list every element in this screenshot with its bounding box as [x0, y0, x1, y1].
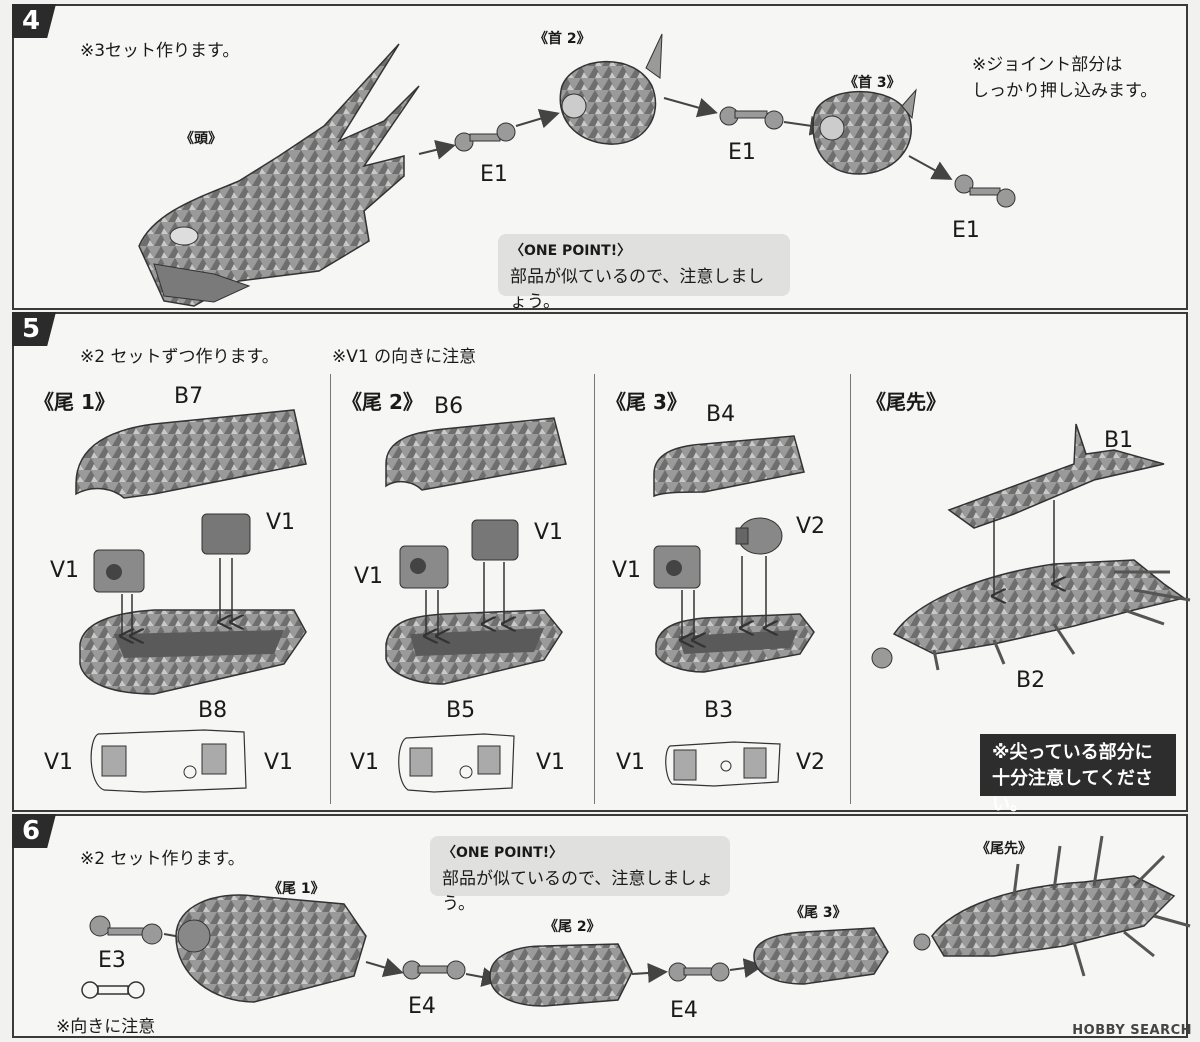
tail-2-diagram-left-label: V1: [350, 750, 380, 775]
sets-note: ※2 セット作ります。: [80, 849, 245, 869]
step-4-illustration: [138, 33, 1016, 307]
tail-2-v1-left: [399, 545, 449, 589]
tail-1-v1-left: [93, 549, 145, 593]
tail-1-label: 《尾 1》: [268, 881, 325, 897]
neck-3-part: [812, 88, 917, 175]
tail-tip-top-label: B1: [1104, 428, 1134, 453]
tail-1-top-part: [75, 409, 307, 499]
e4-label-b: E4: [670, 998, 698, 1023]
warning-line-1: ※尖っている部分に: [992, 742, 1153, 763]
tail-1-title: 《尾 1》: [34, 390, 115, 414]
step-4-panel: 4 ※3セット作ります。 ※ジョイント部分は しっかり押し込みます。: [12, 4, 1188, 312]
column-divider: [330, 374, 331, 804]
e1-connector-c: [954, 174, 1016, 208]
e3-connector: [89, 915, 163, 945]
column-divider: [594, 374, 595, 804]
direction-note: ※向きに注意: [56, 1017, 156, 1037]
one-point-body: 部品が似ているので、注意しましょう。: [510, 267, 765, 312]
e1-label-c: E1: [952, 218, 980, 243]
e1-connector-b: [719, 106, 784, 130]
warning-line-2: 十分注意してください。: [992, 768, 1153, 815]
tail-1-diagram-right-label: V1: [264, 750, 294, 775]
tail-1-diagram: [90, 729, 247, 793]
tail-2-right-v-label: V1: [534, 520, 564, 545]
tail-2-left-v-label: V1: [354, 564, 384, 589]
tail-1-v1-right: [201, 513, 251, 555]
one-point-box: 〈ONE POINT!〉 部品が似ているので、注意しましょう。: [498, 234, 790, 312]
one-point-box: 〈ONE POINT!〉 部品が似ているので、注意しましょう。: [430, 836, 730, 914]
step-5-panel: 5 ※2 セットずつ作ります。 ※V1 の向きに注意: [12, 312, 1191, 815]
tail-3-diagram-right-label: V2: [796, 750, 826, 775]
e4-label-a: E4: [408, 994, 436, 1019]
tail-3-title: 《尾 3》: [606, 390, 687, 414]
neck-2-part: [559, 33, 663, 145]
tail-1-bottom-label: B8: [198, 698, 228, 723]
tail-3-label: 《尾 3》: [790, 905, 847, 921]
tail-tip-title: 《尾先》: [866, 390, 946, 414]
watermark: HOBBY SEARCH: [1072, 1023, 1192, 1038]
tail-2-bottom-label: B5: [446, 698, 476, 723]
e4-connector-a: [402, 960, 466, 980]
e3-orientation-diagram: [81, 981, 145, 999]
v1-direction-note: ※V1 の向きに注意: [332, 347, 477, 367]
tail-tip-label: 《尾先》: [976, 841, 1032, 857]
sets-note: ※2 セットずつ作ります。: [80, 347, 279, 367]
tail-3-v2-part: [735, 517, 783, 555]
step-6-illustration: [81, 835, 1191, 1007]
tail-3-top-part: [653, 435, 805, 498]
e3-label: E3: [98, 948, 126, 973]
joint-note-line-1: ※ジョイント部分は: [972, 55, 1123, 75]
tail-1-bottom-part: [79, 609, 307, 695]
tail-3-v1-part: [653, 545, 701, 589]
tail-2-v1-right: [471, 519, 519, 561]
e1-connector-a: [454, 122, 516, 152]
tail-2-diagram: [398, 733, 515, 793]
sharp-parts-warning: ※尖っている部分に 十分注意してください。: [980, 734, 1176, 815]
sets-note: ※3セット作ります。: [80, 41, 240, 61]
step-5-illustration: [75, 409, 1191, 793]
step-number: 6: [12, 814, 56, 848]
tail-tip-part: [913, 835, 1191, 977]
joint-note-line-2: しっかり押し込みます。: [972, 81, 1158, 101]
tail-2-top-part: [385, 417, 567, 491]
tail-1-top-label: B7: [174, 384, 204, 409]
neck-3-label: 《首 3》: [844, 75, 901, 91]
one-point-body: 部品が似ているので、注意しましょう。: [442, 869, 714, 914]
neck-2-label: 《首 2》: [534, 31, 591, 47]
step-6-panel: 6 ※2 セット作ります。 〈ONE POINT!〉 部品が似ているので、注意し…: [12, 814, 1191, 1038]
tail-1-right-v-label: V1: [266, 510, 296, 535]
tail-3-diagram: [665, 741, 781, 787]
tail-3-bottom-label: B3: [704, 698, 734, 723]
tail-1-left-v-label: V1: [50, 558, 80, 583]
one-point-title: 〈ONE POINT!〉: [510, 243, 632, 259]
tail-3-top-label: B4: [706, 402, 736, 427]
e1-label-b: E1: [728, 140, 756, 165]
e4-connector-b: [668, 962, 730, 982]
tail-3-part: [753, 927, 889, 985]
tail-tip-bottom-label: B2: [1016, 668, 1046, 693]
tail-2-top-label: B6: [434, 394, 464, 419]
tail-2-label: 《尾 2》: [544, 919, 601, 935]
tail-3-diagram-left-label: V1: [616, 750, 646, 775]
tail-3-bottom-part: [655, 613, 815, 673]
tail-3-right-v-label: V2: [796, 514, 826, 539]
e1-label-a: E1: [480, 162, 508, 187]
dragon-head-part: [138, 43, 420, 307]
column-divider: [850, 374, 851, 804]
one-point-title: 〈ONE POINT!〉: [442, 845, 564, 861]
tail-2-part: [489, 943, 633, 1007]
step-number: 4: [12, 4, 56, 38]
tail-3-left-v-label: V1: [612, 558, 642, 583]
tail-2-diagram-right-label: V1: [536, 750, 566, 775]
tail-2-bottom-part: [385, 609, 563, 685]
tail-1-diagram-left-label: V1: [44, 750, 74, 775]
tail-tip-bottom-part: [871, 559, 1191, 671]
tail-2-title: 《尾 2》: [342, 390, 423, 414]
tail-1-part: [175, 894, 367, 1003]
head-label: 《頭》: [180, 131, 222, 147]
